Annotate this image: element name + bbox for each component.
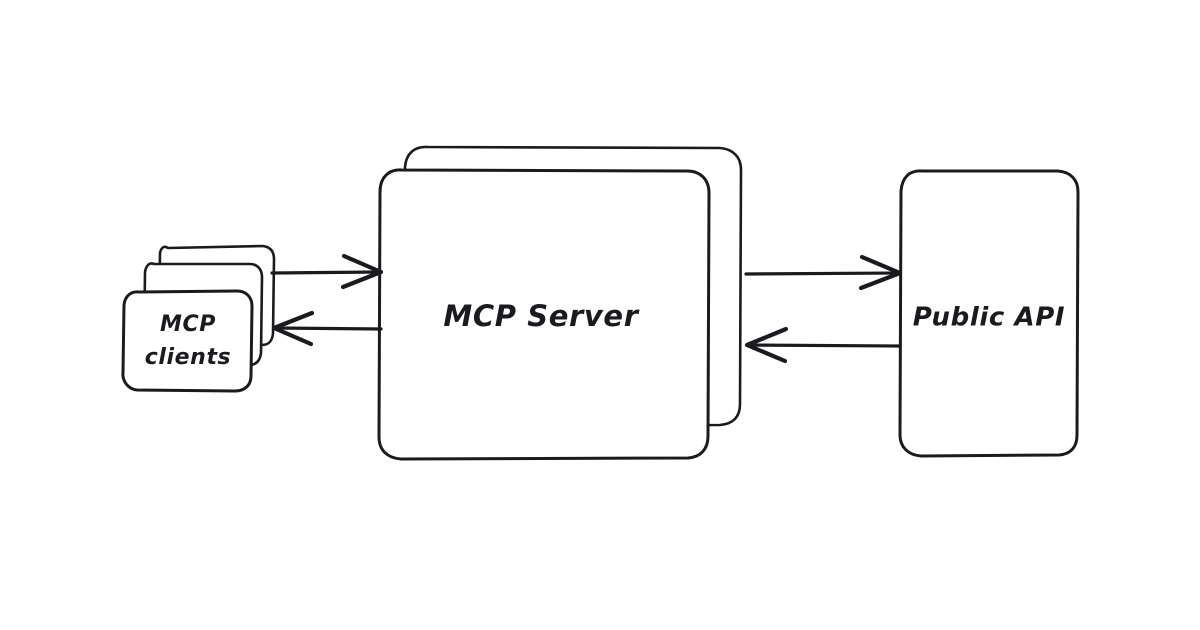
edge-api-to-server[interactable] — [744, 326, 901, 364]
node-mcp-server[interactable]: MCP Server — [377, 145, 743, 461]
edge-server-to-clients-arrowhead — [271, 310, 315, 347]
mcp-server-label: MCP Server — [443, 299, 639, 333]
public-api-card — [898, 169, 1080, 458]
mcp-server-card-front — [377, 168, 711, 461]
public-api-label: Public API — [913, 303, 1065, 333]
edge-clients-to-server-arrowhead — [340, 253, 384, 290]
edge-clients-to-server[interactable] — [270, 253, 384, 290]
edge-api-to-server-arrowhead — [744, 326, 789, 364]
mcp-clients-label-line1: MCP — [160, 312, 216, 337]
mcp-clients-label-line2: clients — [145, 345, 232, 370]
edge-api-to-server-line — [746, 343, 901, 348]
node-public-api[interactable]: Public API — [898, 169, 1080, 458]
edge-clients-to-server-line — [270, 270, 382, 275]
edge-server-to-api-line — [744, 271, 901, 276]
edge-server-to-api[interactable] — [744, 254, 903, 291]
edge-server-to-api-arrowhead — [858, 254, 903, 291]
node-mcp-clients[interactable]: MCP clients — [121, 244, 276, 393]
mcp-clients-card-front — [121, 289, 254, 393]
edge-server-to-clients-line — [273, 326, 383, 331]
edge-server-to-clients[interactable] — [271, 310, 383, 347]
